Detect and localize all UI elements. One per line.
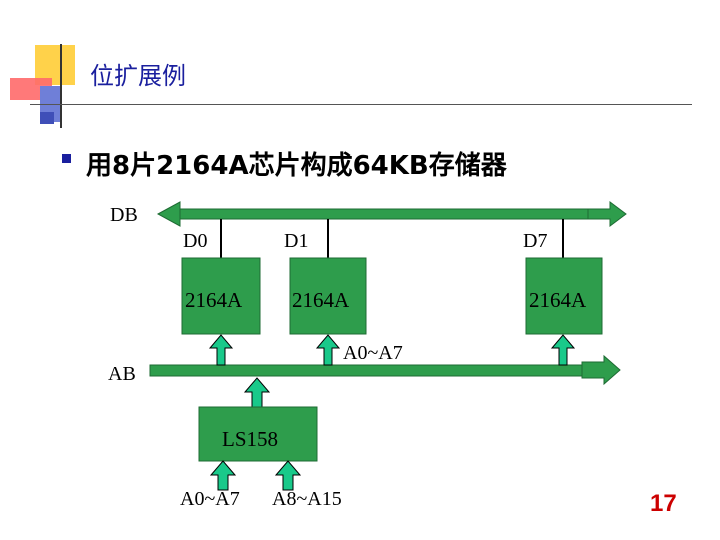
decoder-input-label-low: A0~A7 — [180, 488, 240, 510]
page-number: 17 — [650, 490, 677, 517]
decoder-chip — [198, 406, 318, 462]
title-decoration-vertical-line — [60, 44, 62, 128]
address-bus-arrow — [581, 354, 621, 386]
data-bus — [156, 201, 627, 227]
decoder-output-arrow — [243, 377, 271, 408]
address-bus — [149, 364, 583, 377]
data-line-label-7: D7 — [523, 230, 548, 252]
address-bus-label: AB — [108, 363, 136, 385]
memory-chip-1 — [289, 257, 367, 335]
title-decoration-blue-dark — [40, 112, 54, 124]
memory-chip-label-1: 2164A — [292, 288, 350, 312]
decoder-input-label-high: A8~A15 — [272, 488, 342, 510]
memory-chip-7 — [525, 257, 603, 335]
data-line-label-1: D1 — [284, 230, 309, 252]
decoder-input-arrow-high — [274, 460, 302, 491]
address-arrow-chip-7 — [550, 334, 576, 366]
memory-chip-label-0: 2164A — [185, 288, 243, 312]
decoder-input-arrow-low — [209, 460, 237, 491]
data-bus-label: DB — [110, 204, 138, 226]
memory-chip-label-7: 2164A — [529, 288, 587, 312]
data-line-label-0: D0 — [183, 230, 208, 252]
bullet-icon — [62, 154, 71, 163]
decoder-label: LS158 — [222, 427, 279, 451]
slide-title: 位扩展例 — [90, 62, 186, 90]
address-arrow-chip-0 — [208, 334, 234, 366]
slide-heading: 用8片2164A芯片构成64KB存储器 — [86, 151, 507, 181]
title-divider — [30, 104, 692, 105]
address-arrow-chip-1 — [315, 334, 341, 366]
memory-chip-0 — [181, 257, 261, 335]
address-tap-label: A0~A7 — [343, 342, 403, 364]
